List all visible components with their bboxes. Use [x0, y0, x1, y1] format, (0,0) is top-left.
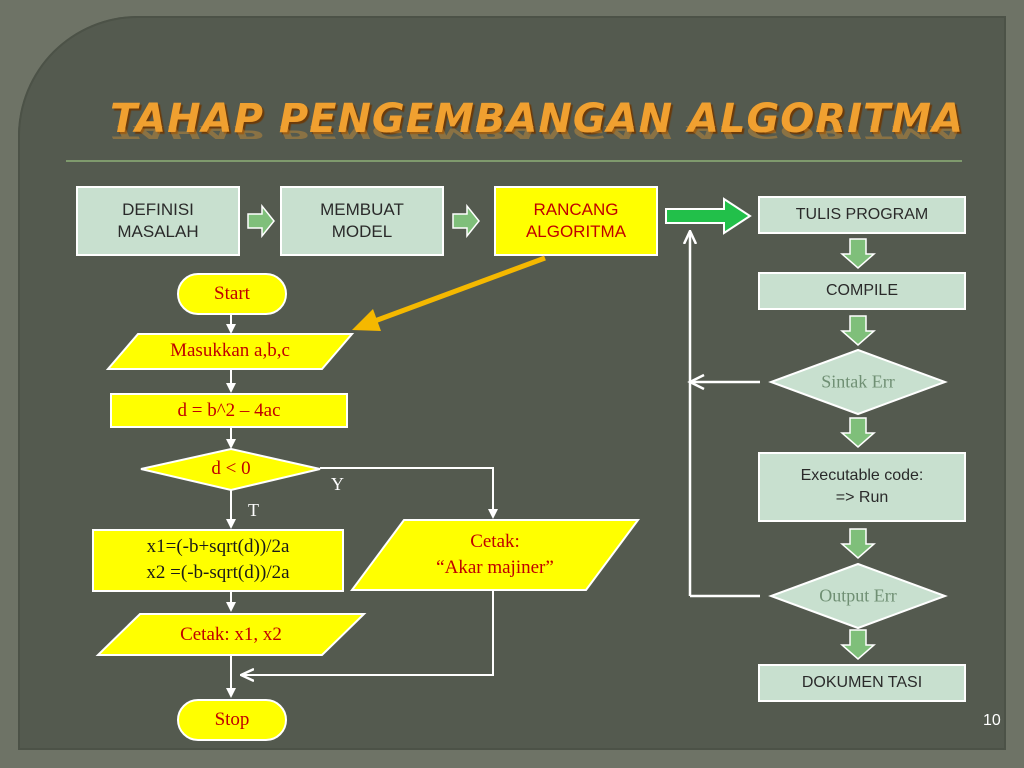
pointer-arrow-line: [371, 255, 546, 325]
output-error-label: Output Err: [819, 585, 897, 606]
compute-box: [92, 529, 344, 592]
page-number: 10: [983, 712, 1001, 729]
process-label: d = b^2 – 4ac: [177, 400, 281, 421]
step-label-line2: => Run: [835, 489, 889, 506]
syntax-error-loop-arrow-icon: [687, 373, 705, 391]
down-arrow-icon: [840, 417, 876, 448]
print-imaginary-parallelogram: [350, 519, 640, 591]
decision-diamond: [140, 447, 321, 492]
down-arrow-icon: [840, 238, 876, 269]
stage-arrow-icon: [247, 203, 275, 239]
stage-label-line2: MASALAH: [117, 222, 199, 241]
print-result-parallelogram: [95, 613, 367, 656]
stage-label-line1: MEMBUAT: [320, 200, 404, 219]
stage-label-line1: RANCANG: [533, 200, 619, 219]
start-label: Start: [214, 283, 250, 304]
stage-rancang-algoritma: RANCANG ALGORITMA: [494, 186, 658, 256]
compute-line2: x2 =(-b-sqrt(d))/2a: [146, 562, 290, 583]
down-arrow-icon: [840, 528, 876, 559]
no-branch-label: T: [248, 500, 259, 520]
print-result-label: Cetak: x1, x2: [180, 624, 282, 645]
syntax-error-label: Sintak Err: [821, 371, 895, 392]
step-tulis-program: TULIS PROGRAM: [758, 196, 966, 234]
output-error-diamond: [768, 562, 948, 630]
input-parallelogram: [105, 333, 355, 370]
yes-branch-label: Y: [331, 474, 344, 494]
stop-terminator: [177, 699, 287, 741]
stage-membuat-model: MEMBUAT MODEL: [280, 186, 444, 256]
step-compile: COMPILE: [758, 272, 966, 310]
stage-label-line2: ALGORITMA: [525, 222, 627, 241]
compute-label: x1=(-b+sqrt(d))/2a x2 =(-b-sqrt(d))/2a: [146, 534, 289, 586]
stop-label: Stop: [214, 709, 250, 730]
start-terminator: [177, 273, 287, 315]
decision-label: d < 0: [211, 458, 251, 479]
forward-arrow-icon: [665, 197, 752, 235]
pointer-arrow-head-icon: [352, 309, 381, 331]
title-divider: [66, 160, 962, 162]
down-arrow-icon: [840, 315, 876, 346]
down-arrow-icon: [840, 629, 876, 660]
step-label-line1: Executable code:: [800, 467, 924, 484]
stage-definisi-masalah: DEFINISI MASALAH: [76, 186, 240, 256]
input-label: Masukkan a,b,c: [170, 340, 290, 361]
stage-label-line1: DEFINISI: [122, 200, 194, 219]
stage-label-line2: MODEL: [331, 222, 393, 241]
connector-merge: [242, 590, 494, 675]
compute-line1: x1=(-b+sqrt(d))/2a: [146, 536, 290, 557]
syntax-error-diamond: [768, 348, 948, 416]
slide-title: TAHAP PENGEMBANGAN ALGORITMA: [110, 96, 965, 142]
step-dokumentasi: DOKUMEN TASI: [758, 664, 966, 702]
step-executable-code: Executable code: => Run: [758, 452, 966, 522]
print-imaginary-line1: Cetak:: [470, 531, 520, 552]
connector-yes-branch: [320, 467, 498, 519]
process-box: [110, 393, 348, 428]
print-imaginary-label: Cetak: “Akar majiner”: [436, 529, 554, 581]
stage-arrow-icon: [452, 203, 480, 239]
print-imaginary-line2: “Akar majiner”: [436, 557, 554, 578]
